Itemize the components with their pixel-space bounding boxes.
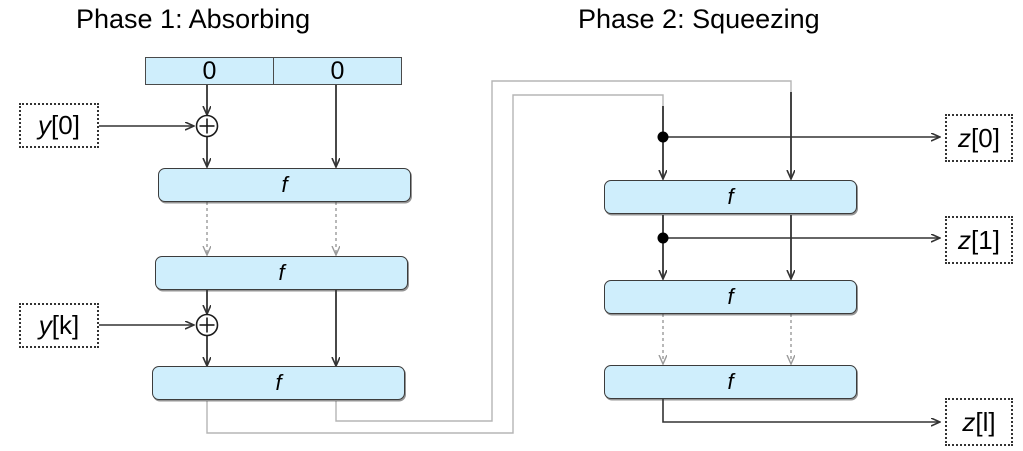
tap-dot-z0: [657, 131, 669, 143]
input-y0-index: [0]: [51, 110, 80, 140]
output-z1-index: [1]: [971, 224, 1000, 255]
xor-gate-2: [195, 313, 219, 337]
xor-gate-1: [195, 114, 219, 138]
phase1-f-block-1: f: [158, 168, 411, 202]
output-label-z0: z[0]: [945, 114, 1013, 162]
tap-dot-z1: [657, 232, 669, 244]
input-yk-index: [k]: [51, 310, 80, 340]
input-yk-var: y: [38, 310, 52, 340]
edge-feedback-left-lane: [206, 94, 664, 434]
state-cell-left: 0: [145, 57, 274, 85]
output-z1-var: z: [958, 224, 972, 255]
output-zl-var: z: [962, 406, 976, 437]
phase1-f-block-2: f: [155, 256, 408, 290]
output-label-z1: z[1]: [945, 216, 1013, 264]
phase2-f-block-2: f: [604, 280, 857, 314]
output-label-zl: z[l]: [945, 398, 1013, 446]
output-z0-var: z: [958, 122, 972, 153]
phase-1-title: Phase 1: Absorbing: [76, 4, 311, 34]
phase2-f-block-1: f: [604, 180, 857, 214]
output-zl-index: [l]: [975, 406, 996, 437]
phase2-f-block-3: f: [604, 365, 857, 399]
phase1-f-block-3: f: [152, 366, 405, 400]
edge-p2f3-to-zl: [662, 399, 939, 422]
edge-feedback-right-lane: [335, 80, 792, 422]
state-cell-right: 0: [273, 57, 402, 85]
phase-2-title: Phase 2: Squeezing: [578, 4, 820, 34]
input-y0-var: y: [38, 110, 52, 140]
input-label-y0: y[0]: [19, 103, 99, 148]
input-label-yk: y[k]: [19, 303, 99, 348]
output-z0-index: [0]: [971, 122, 1000, 153]
